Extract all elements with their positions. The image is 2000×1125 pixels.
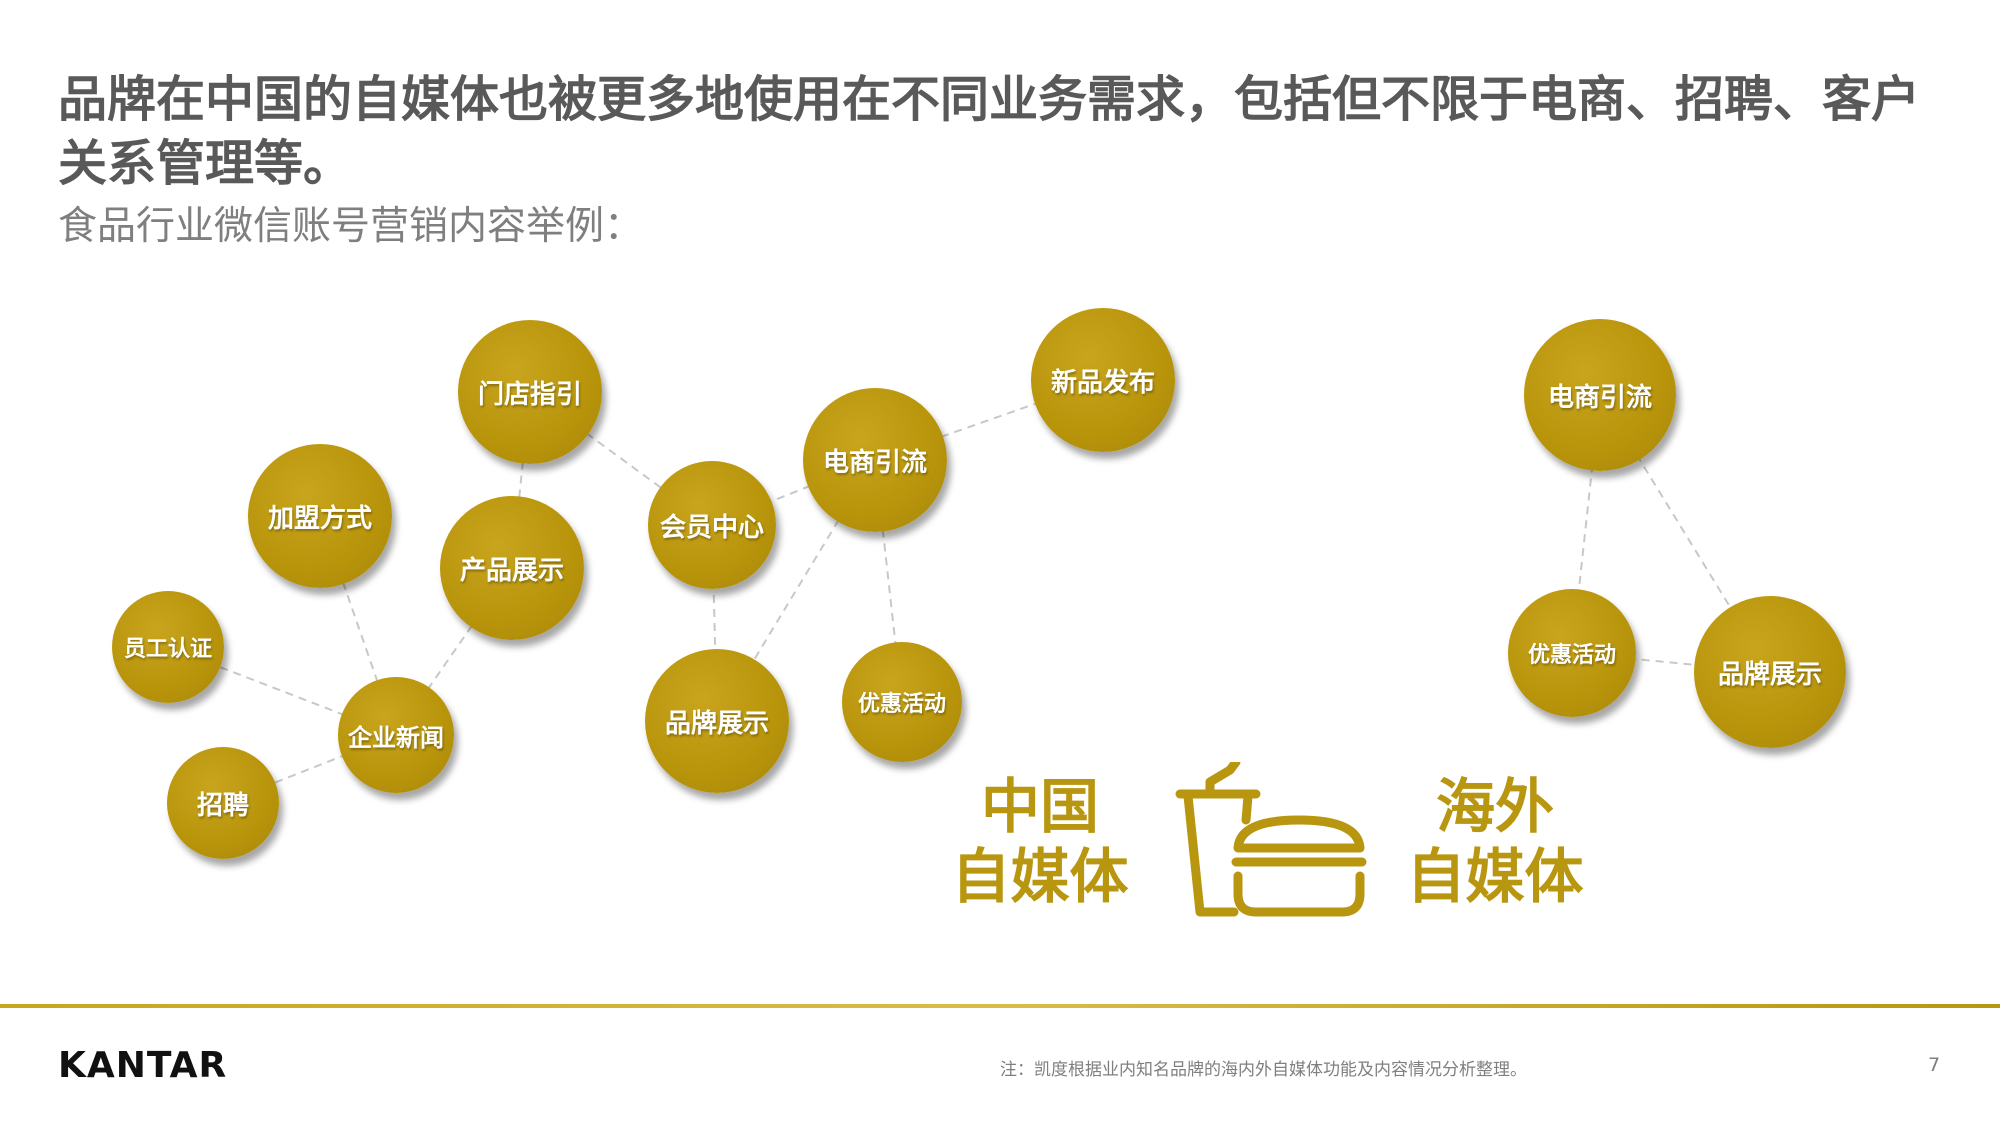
page-number: 7 xyxy=(1928,1054,1941,1076)
overseas-bubble-o_pinpai: 品牌展示 xyxy=(1694,596,1846,748)
china-bubble-mendian: 门店指引 xyxy=(458,320,602,464)
page-title: 品牌在中国的自媒体也被更多地使用在不同业务需求，包括但不限于电商、招聘、客户关系… xyxy=(58,71,1921,192)
china-bubble-youhui: 优惠活动 xyxy=(842,642,962,762)
china-edge-jiameng-qiye xyxy=(319,515,397,736)
overseas-bubble-o_dianshang: 电商引流 xyxy=(1524,319,1676,471)
overseas-bubble-o_youhui: 优惠活动 xyxy=(1508,589,1636,717)
china-bubble-xinpin: 新品发布 xyxy=(1031,308,1175,452)
china-bubble-jiameng: 加盟方式 xyxy=(248,444,392,588)
china-bubble-dianshang: 电商引流 xyxy=(803,388,947,532)
china-media-label: 中国自媒体 xyxy=(951,772,1129,911)
overseas-media-label: 海外自媒体 xyxy=(1406,772,1584,911)
fast-food-icon xyxy=(1175,762,1367,917)
kantar-logo: KANTAR xyxy=(58,1045,228,1086)
footer-divider xyxy=(0,1004,2000,1008)
china-bubble-huiyuan: 会员中心 xyxy=(648,461,776,589)
china-bubble-zhaopin: 招聘 xyxy=(167,747,279,859)
china-bubble-yuangong: 员工认证 xyxy=(112,591,224,703)
china-bubble-chanpin: 产品展示 xyxy=(440,496,584,640)
china-bubble-pinpai: 品牌展示 xyxy=(645,649,789,793)
page-subtitle: 食品行业微信账号营销内容举例： xyxy=(58,204,644,249)
footnote: 注：凯度根据业内知名品牌的海内外自媒体功能及内容情况分析整理。 xyxy=(1000,1060,1527,1080)
china-bubble-qiye: 企业新闻 xyxy=(338,677,454,793)
